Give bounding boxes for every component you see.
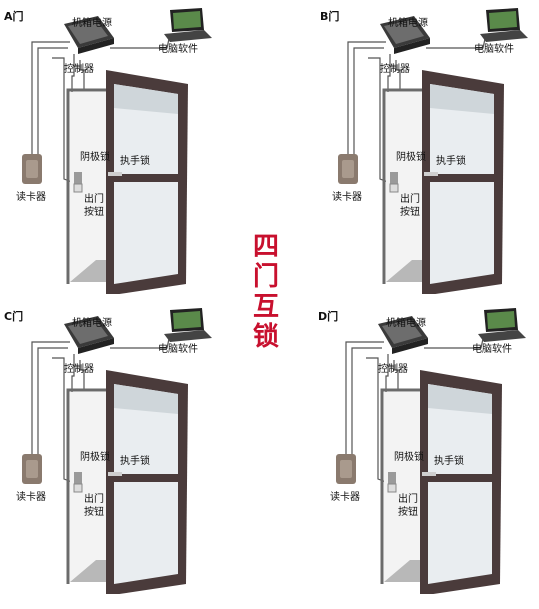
door-panel-c: C门 机箱电源 电脑软件 控制器 阴极锁 执手锁 读卡器 出门 按钮 [2,304,232,594]
magnetic-lock-label: 阴极锁 [396,152,426,163]
door-diagram-d [336,308,526,594]
door-handle-lock-label: 执手锁 [434,456,464,467]
power-box-label: 机箱电源 [386,318,426,329]
exit-button-label-2: 按钮 [398,507,418,518]
card-reader-icon [22,454,42,484]
door-label: C门 [4,310,24,323]
door-diagram-a [22,8,212,294]
door-handle-icon [422,472,436,476]
controller-label: 控制器 [378,364,408,375]
door-leaf [106,70,188,294]
door-handle-lock-label: 执手锁 [120,456,150,467]
door-handle-lock-label: 执手锁 [120,156,150,167]
card-reader-label: 读卡器 [330,492,360,503]
diagram-title: 四 门 互 锁 [248,232,284,352]
computer-software-label: 电脑软件 [472,344,512,355]
magnetic-lock-icon [74,472,82,484]
door-diagram-b [338,8,528,294]
power-box-icon [380,16,430,54]
door-panel-a: A门 机箱电源 电脑软件 控制器 阴极锁 执手锁 读卡器 出门 按钮 [2,4,232,294]
power-box-icon [378,316,428,354]
card-reader-icon [22,154,42,184]
controller-label: 控制器 [64,64,94,75]
door-label: A门 [4,10,24,23]
door-handle-lock-label: 执手锁 [436,156,466,167]
magnetic-lock-label: 阴极锁 [80,152,110,163]
computer-software-label: 电脑软件 [474,44,514,55]
exit-button-icon [387,483,397,493]
exit-button-label-2: 按钮 [400,207,420,218]
card-reader-icon [336,454,356,484]
magnetic-lock-label: 阴极锁 [80,452,110,463]
controller-label: 控制器 [380,64,410,75]
exit-button-label-1: 出门 [84,194,104,205]
exit-button-icon [73,483,83,493]
door-leaf [106,370,188,594]
exit-button-icon [73,183,83,193]
card-reader-icon [338,154,358,184]
door-panel-b: B门 机箱电源 电脑软件 控制器 阴极锁 执手锁 读卡器 出门 按钮 [318,4,539,294]
wiring [31,33,171,183]
card-reader-label: 读卡器 [16,492,46,503]
exit-button-label-1: 出门 [84,494,104,505]
exit-button-icon [389,183,399,193]
computer-software-label: 电脑软件 [158,44,198,55]
exit-button-label-1: 出门 [400,194,420,205]
power-box-label: 机箱电源 [388,18,428,29]
title-char: 四 [252,232,279,262]
door-label: B门 [320,10,340,23]
power-box-label: 机箱电源 [72,318,112,329]
card-reader-label: 读卡器 [16,192,46,203]
magnetic-lock-icon [388,472,396,484]
title-char: 互 [252,292,279,322]
laptop-icon [480,8,528,42]
door-handle-icon [108,172,122,176]
exit-button-label-1: 出门 [398,494,418,505]
title-char: 门 [252,262,279,292]
door-diagram-c [22,308,212,594]
door-handle-icon [108,472,122,476]
magnetic-lock-icon [74,172,82,184]
laptop-icon [478,308,526,342]
card-reader-label: 读卡器 [332,192,362,203]
door-handle-icon [424,172,438,176]
magnetic-lock-label: 阴极锁 [394,452,424,463]
door-leaf [422,70,504,294]
computer-software-label: 电脑软件 [158,344,198,355]
title-char: 锁 [252,322,279,352]
laptop-icon [164,308,212,342]
power-box-label: 机箱电源 [72,18,112,29]
controller-label: 控制器 [64,364,94,375]
door-panel-d: D门 机箱电源 电脑软件 控制器 阴极锁 执手锁 读卡器 出门 按钮 [316,304,539,594]
magnetic-lock-icon [390,172,398,184]
laptop-icon [164,8,212,42]
power-box-icon [64,16,114,54]
door-leaf [420,370,502,594]
exit-button-label-2: 按钮 [84,207,104,218]
door-label: D门 [318,310,339,323]
power-box-icon [64,316,114,354]
exit-button-label-2: 按钮 [84,507,104,518]
